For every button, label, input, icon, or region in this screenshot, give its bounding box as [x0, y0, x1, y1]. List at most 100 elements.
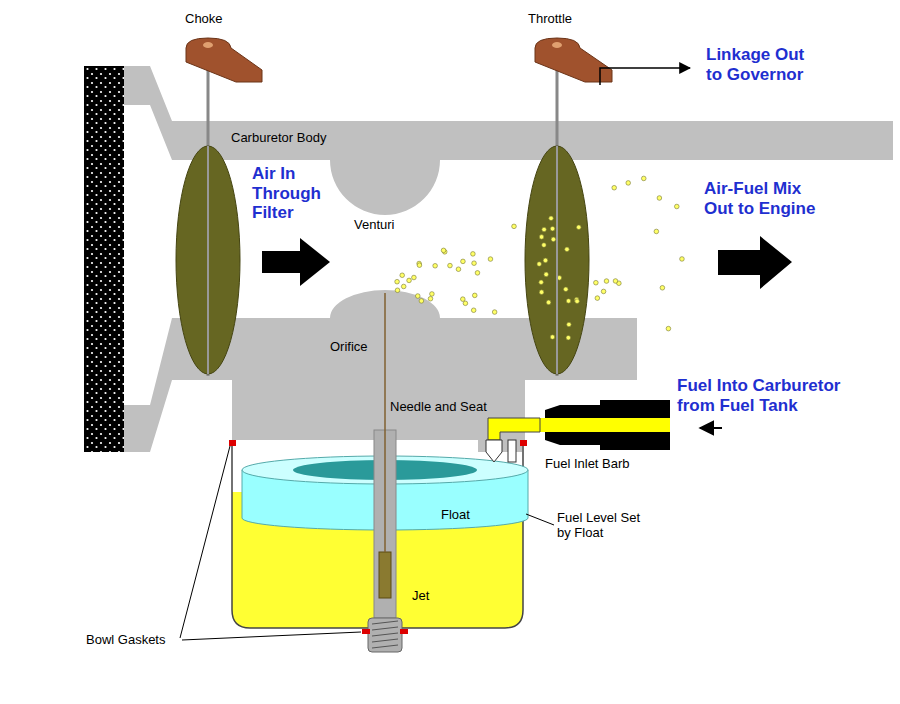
fuel-droplet	[613, 279, 618, 284]
choke-plate	[176, 146, 240, 374]
fuel-droplet	[563, 287, 568, 292]
screw-threads	[372, 621, 398, 648]
callout-label: Air-Fuel Mix Out to Engine	[704, 179, 832, 218]
part-label: Fuel Inlet Barb	[545, 457, 630, 472]
fuel-droplet	[395, 288, 400, 293]
fuel-droplet	[680, 257, 685, 262]
part-label: Choke	[185, 12, 223, 27]
fuel-droplet	[566, 299, 571, 304]
fuel-droplet	[660, 285, 665, 290]
linkage-arrow	[600, 68, 690, 85]
fuel-droplet	[492, 310, 497, 315]
fuel-droplet	[472, 293, 477, 298]
fuel-droplet	[471, 308, 476, 313]
bowl-gasket	[229, 440, 236, 446]
fuel-droplet	[448, 263, 453, 268]
fuel-droplet	[576, 225, 581, 230]
fuel-passage	[488, 418, 540, 440]
bowl-gasket	[362, 629, 370, 634]
fuel-droplet	[471, 252, 476, 257]
fuel-droplet	[428, 296, 433, 301]
fuel-droplet	[400, 273, 405, 278]
fuel-in-arrow	[700, 427, 722, 429]
callout-label: Linkage Out to Governor	[706, 45, 821, 84]
fuel-droplet	[604, 279, 609, 284]
fuel-droplet	[415, 294, 420, 299]
fuel-droplet	[594, 280, 599, 285]
fuel-droplet	[407, 278, 412, 283]
fuel-droplet	[601, 289, 606, 294]
fuel-droplet	[441, 248, 446, 253]
leader-line	[180, 446, 230, 638]
screw-thread	[372, 645, 398, 648]
fuel-droplet	[475, 271, 480, 276]
choke-shaft	[207, 146, 209, 374]
choke-lever	[186, 38, 262, 82]
throttle-lever-hub	[552, 42, 562, 48]
fuel-droplet	[461, 259, 466, 264]
bowl-gasket	[520, 440, 527, 446]
fuel-droplet	[626, 181, 631, 186]
part-label: Orifice	[330, 340, 368, 355]
fuel-droplet	[551, 237, 556, 242]
fuel-droplet	[657, 196, 662, 201]
jet	[379, 552, 391, 598]
fuel-droplet	[575, 299, 580, 304]
fuel-spray	[395, 176, 684, 331]
fuel-droplet	[539, 290, 544, 295]
fuel-droplet	[612, 185, 617, 190]
part-label: Jet	[412, 589, 429, 604]
fuel-in-hose	[540, 418, 670, 432]
fuel-droplet	[539, 280, 544, 285]
fuel-droplet	[566, 335, 571, 340]
fuel-droplet	[539, 235, 544, 240]
throttle-plate	[525, 146, 589, 374]
bowl-gasket	[400, 629, 408, 634]
part-label: Carburetor Body	[231, 131, 326, 146]
fuel-droplet	[565, 247, 570, 252]
fuel-droplets	[537, 216, 581, 340]
screw-thread	[372, 633, 398, 636]
fuel-droplet	[460, 297, 465, 302]
part-label: Needle and Seat	[390, 400, 487, 415]
air-in-arrow	[262, 238, 330, 286]
fuel-droplet	[666, 326, 671, 331]
choke-lever-hub	[203, 42, 213, 48]
part-label: Throttle	[528, 12, 572, 27]
fuel-droplet	[430, 292, 435, 297]
screw-thread	[372, 639, 398, 642]
fuel-droplet	[488, 257, 493, 262]
fuel-droplet	[567, 322, 572, 327]
fuel-droplet	[537, 262, 542, 267]
fuel-droplet	[433, 263, 438, 268]
fuel-droplet	[543, 258, 548, 263]
fuel-droplet	[472, 261, 477, 266]
fuel-droplet	[549, 216, 554, 221]
leader-line	[182, 632, 361, 640]
fuel-droplet	[550, 226, 555, 231]
fuel-droplet	[546, 300, 551, 305]
fuel-droplet	[654, 229, 659, 234]
fuel-droplet	[401, 284, 406, 289]
callout-label: Air In Through Filter	[252, 164, 334, 223]
fuel-tube	[384, 293, 386, 552]
screw-thread	[372, 627, 398, 630]
fuel-droplet	[463, 301, 468, 306]
bowl-screw	[368, 618, 402, 652]
mix-out-arrow	[718, 236, 792, 289]
fuel-droplet	[544, 272, 549, 277]
float-hinge	[508, 440, 516, 462]
fuel-droplet	[674, 204, 679, 209]
throttle-shaft	[556, 146, 558, 374]
air-filter	[84, 66, 124, 452]
fuel-droplet	[641, 176, 646, 181]
screw-thread	[372, 621, 398, 624]
leader-line	[526, 514, 554, 525]
part-label: Fuel Level Set by Float	[557, 511, 641, 541]
fuel-droplet	[512, 224, 517, 229]
needle-valve	[486, 440, 502, 462]
fuel-droplet	[412, 275, 417, 280]
callout-label: Fuel Into Carburetor from Fuel Tank	[677, 376, 867, 415]
